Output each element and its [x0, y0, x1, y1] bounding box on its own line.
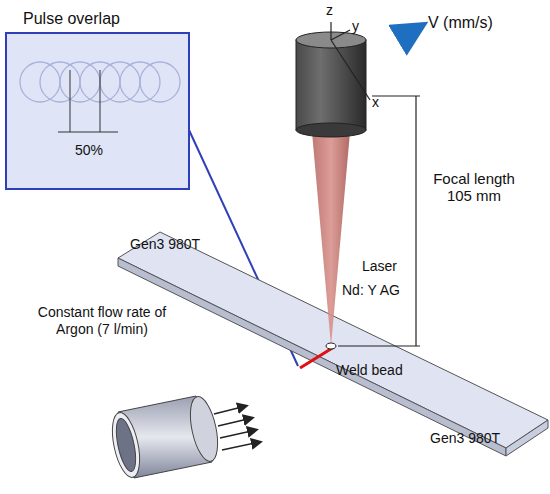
sheet-label: Gen3 980T	[430, 430, 500, 447]
axis-label: x	[372, 94, 379, 111]
sheet-label: Gen3 980T	[130, 236, 200, 253]
argon-label: Constant flow rate of Argon (7 l/min)	[22, 304, 182, 338]
laser-type-label: Nd: Y AG	[340, 282, 402, 299]
axis-label: z	[326, 2, 333, 19]
inset-box: Pulse overlap50%	[5, 32, 190, 190]
inset-heading: Pulse overlap	[23, 10, 120, 28]
axis-label: y	[352, 18, 359, 35]
laser-label: Laser	[360, 258, 399, 275]
velocity-label: V (mm/s)	[428, 14, 493, 31]
overlap-value: 50%	[75, 142, 103, 158]
weld-label: Weld bead	[336, 362, 403, 379]
focal-length-label: Focal length 105 mm	[422, 170, 526, 204]
